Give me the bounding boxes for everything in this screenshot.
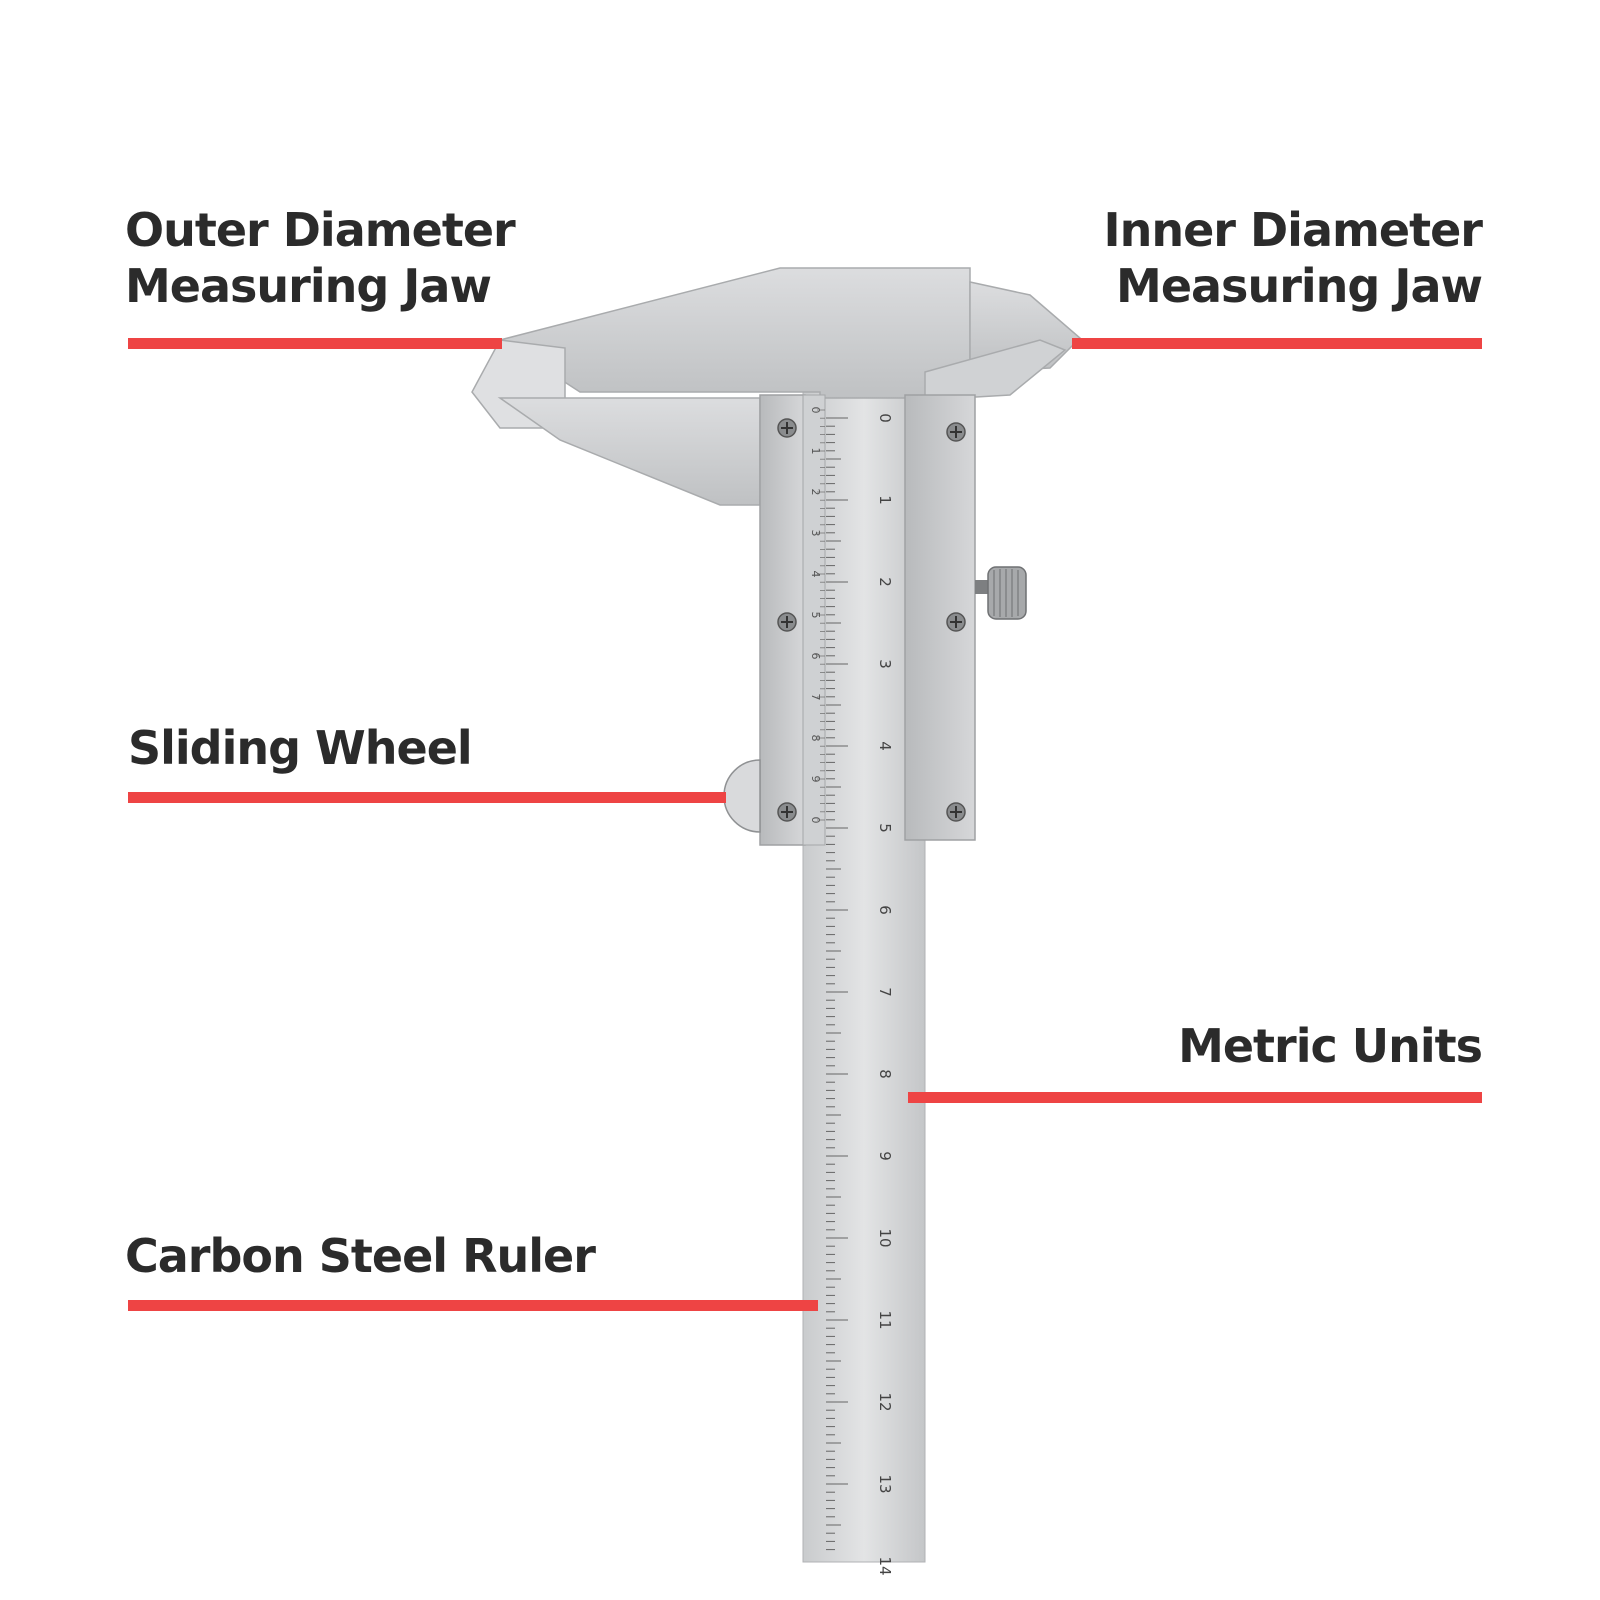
- label-outer-diameter-line2: Measuring Jaw: [125, 259, 492, 313]
- label-sliding-wheel: Sliding Wheel: [128, 720, 473, 776]
- label-metric-units: Metric Units: [1178, 1018, 1483, 1074]
- vernier-scale-number: 0: [809, 407, 822, 414]
- main-scale-number: 2: [876, 577, 894, 587]
- leader-sliding-wheel: [128, 792, 726, 803]
- main-scale-number: 11: [876, 1310, 894, 1329]
- main-scale-number: 1: [876, 495, 894, 505]
- leader-carbon-steel-ruler: [128, 1300, 818, 1311]
- main-scale-number: 7: [876, 987, 894, 997]
- main-scale-number: 0: [876, 413, 894, 423]
- vernier-scale-number: 2: [809, 489, 822, 496]
- leader-inner-diameter-jaw: [1072, 338, 1482, 349]
- vernier-scale-number: 1: [809, 448, 822, 455]
- vernier-plate: [802, 394, 826, 846]
- vernier-scale-number: 9: [809, 776, 822, 783]
- main-scale-number: 10: [876, 1228, 894, 1247]
- main-scale-number: 9: [876, 1151, 894, 1161]
- vernier-scale-number: 8: [809, 735, 822, 742]
- label-carbon-steel-ruler: Carbon Steel Ruler: [125, 1228, 596, 1284]
- label-outer-diameter-jaw: Outer Diameter Measuring Jaw: [125, 202, 516, 314]
- main-scale-number: 14: [876, 1556, 894, 1575]
- vernier-scale-numbers: 0 1 2 3 4 5 6 7 8 9 0: [809, 407, 822, 824]
- main-scale-number: 13: [876, 1474, 894, 1493]
- label-inner-diameter-line1: Inner Diameter: [1103, 203, 1483, 257]
- main-scale-number: 5: [876, 823, 894, 833]
- label-inner-diameter-line2: Measuring Jaw: [1116, 259, 1483, 313]
- leader-outer-diameter-jaw: [128, 338, 502, 349]
- main-scale-number: 6: [876, 905, 894, 915]
- label-metric-units-text: Metric Units: [1178, 1019, 1483, 1073]
- fixed-head: [498, 267, 971, 399]
- label-carbon-steel-ruler-text: Carbon Steel Ruler: [125, 1229, 596, 1283]
- main-scale-number: 12: [876, 1392, 894, 1411]
- vernier-scale-number: 0: [809, 817, 822, 824]
- label-inner-diameter-jaw: Inner Diameter Measuring Jaw: [1103, 202, 1483, 314]
- vernier-scale-number: 3: [809, 530, 822, 537]
- sliding-wheel-icon: [723, 759, 761, 833]
- vernier-scale-number: 5: [809, 612, 822, 619]
- main-scale-number: 8: [876, 1069, 894, 1079]
- vernier-scale-number: 4: [809, 571, 822, 578]
- vernier-scale-number: 7: [809, 694, 822, 701]
- vernier-scale-ticks: [817, 409, 825, 821]
- main-scale-ticks: [826, 417, 848, 1551]
- outer-jaw-sliding: [497, 397, 761, 506]
- main-scale-number: 3: [876, 659, 894, 669]
- label-outer-diameter-line1: Outer Diameter: [125, 203, 516, 257]
- vernier-scale-number: 6: [809, 653, 822, 660]
- leader-metric-units: [908, 1092, 1482, 1103]
- label-sliding-wheel-text: Sliding Wheel: [128, 721, 473, 775]
- main-scale-number: 4: [876, 741, 894, 751]
- locking-screw-icon: [975, 566, 1027, 620]
